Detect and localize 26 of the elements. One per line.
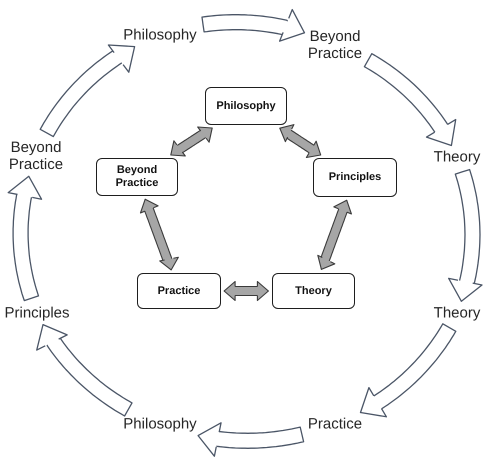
block-arrow xyxy=(364,53,456,146)
double-block-arrow xyxy=(170,126,213,157)
cycle-label: Philosophy xyxy=(123,416,197,432)
double-block-arrow xyxy=(317,200,352,270)
concept-box: Principles xyxy=(313,158,397,197)
cycle-label: Beyond Practice xyxy=(8,139,64,173)
block-arrow xyxy=(360,323,456,418)
concept-box: Theory xyxy=(272,273,355,309)
cycle-label: Principles xyxy=(4,304,70,322)
double-block-arrow xyxy=(279,124,322,158)
block-arrow xyxy=(197,422,304,457)
concept-box: Philosophy xyxy=(205,87,287,125)
cycle-label: Theory xyxy=(434,304,480,322)
cycle-label: Beyond Practice xyxy=(308,28,362,62)
double-block-arrow xyxy=(140,198,179,270)
block-arrow xyxy=(8,176,42,302)
double-block-arrow xyxy=(224,280,269,302)
concept-box: Beyond Practice xyxy=(96,158,178,196)
block-arrow xyxy=(201,8,306,42)
cycle-label: Theory xyxy=(434,148,480,166)
block-arrow xyxy=(448,168,483,302)
concept-box: Practice xyxy=(137,273,221,309)
block-arrow xyxy=(36,324,133,417)
cycle-label: Practice xyxy=(308,416,362,432)
cycle-label: Philosophy xyxy=(123,26,197,44)
block-arrow xyxy=(40,44,136,138)
